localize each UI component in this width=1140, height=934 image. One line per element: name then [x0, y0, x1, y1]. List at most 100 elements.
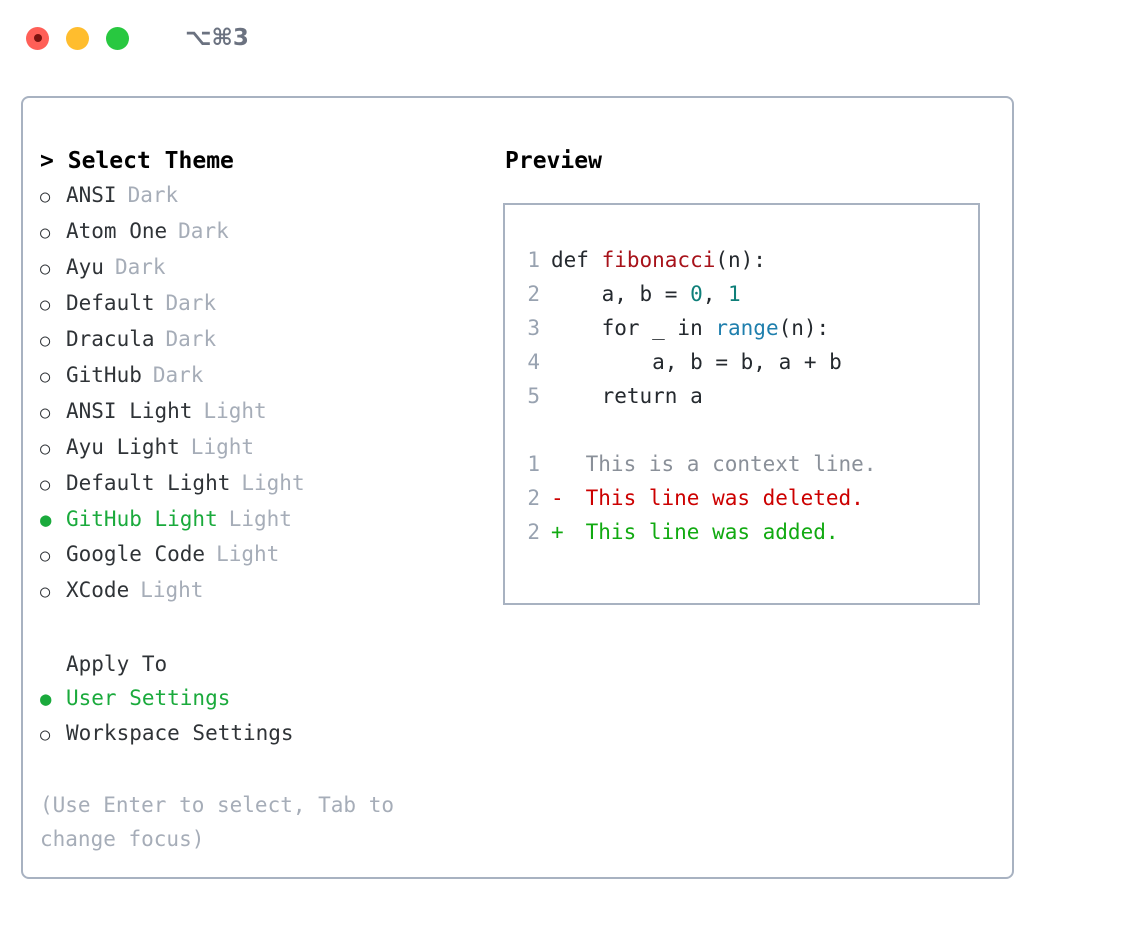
- theme-option-label: Ayu Light: [66, 435, 180, 459]
- code-token-plain: def: [551, 248, 602, 272]
- diff-line-context: 1 This is a context line.: [505, 447, 978, 481]
- line-number: 5: [527, 384, 540, 408]
- window-controls: [26, 26, 129, 50]
- theme-option-default-light[interactable]: ○ Default Light Light: [40, 466, 491, 502]
- theme-variant-badge: Light: [190, 435, 255, 459]
- theme-option-label: XCode: [66, 578, 130, 602]
- apply-to-option-label: User Settings: [66, 686, 231, 710]
- diff-line-text: This line was deleted.: [573, 486, 864, 510]
- code-token-plain: a, b = b, a + b: [551, 350, 842, 374]
- radio-selected-icon: ●: [40, 688, 52, 710]
- select-theme-title: Select Theme: [67, 148, 234, 174]
- theme-option-ansi[interactable]: ○ ANSI Dark: [40, 178, 491, 214]
- theme-option-label: GitHub Light: [66, 507, 218, 531]
- apply-to-list: ● User Settings ○ Workspace Settings: [40, 681, 491, 752]
- line-number: 2: [527, 282, 540, 306]
- minimize-light[interactable]: [66, 26, 89, 50]
- diff-line-number: 2: [527, 486, 540, 510]
- apply-to-option-user-settings[interactable]: ● User Settings: [40, 681, 491, 716]
- theme-option-ansi-light[interactable]: ○ ANSI Light Light: [40, 394, 491, 430]
- radio-unselected-icon: ○: [40, 259, 51, 279]
- theme-option-ayu[interactable]: ○ Ayu Dark: [40, 250, 491, 286]
- radio-unselected-icon: ○: [40, 403, 51, 423]
- theme-variant-badge: Dark: [165, 291, 217, 315]
- theme-option-label: Dracula: [66, 327, 155, 351]
- diff-line-number: 2: [527, 520, 540, 544]
- code-line: 3 for _ in range(n):: [505, 311, 978, 345]
- theme-option-default[interactable]: ○ Default Dark: [40, 286, 491, 322]
- radio-unselected-icon: ○: [40, 546, 51, 566]
- select-theme-header: > Select Theme: [40, 144, 491, 178]
- code-token-fn: fibonacci: [601, 248, 716, 272]
- line-number: 1: [527, 248, 540, 272]
- radio-unselected-icon: ○: [40, 367, 51, 387]
- code-token-plain: (n):: [715, 248, 766, 272]
- radio-unselected-icon: ○: [40, 725, 51, 745]
- radio-unselected-icon: ○: [40, 439, 51, 459]
- line-number: 4: [527, 350, 540, 374]
- close-light[interactable]: [26, 26, 49, 50]
- theme-option-ayu-light[interactable]: ○ Ayu Light Light: [40, 430, 491, 466]
- maximize-light[interactable]: [106, 26, 129, 50]
- code-token-plain: a, b =: [551, 282, 691, 306]
- theme-option-label: Default Light: [66, 471, 231, 495]
- theme-option-label: Google Code: [66, 542, 206, 566]
- keyboard-hint: (Use Enter to select, Tab to change focu…: [40, 793, 395, 851]
- code-token-num: 0: [690, 282, 703, 306]
- code-token-kw: range: [715, 316, 779, 340]
- radio-unselected-icon: ○: [40, 582, 51, 602]
- prompt-caret: >: [40, 148, 54, 174]
- theme-option-label: ANSI Light: [66, 399, 193, 423]
- radio-unselected-icon: ○: [40, 187, 51, 207]
- code-token-num: 1: [728, 282, 741, 306]
- code-line-content: for _ in range(n):: [551, 311, 830, 345]
- apply-to-option-workspace-settings[interactable]: ○ Workspace Settings: [40, 716, 491, 752]
- theme-option-label: Ayu: [66, 255, 104, 279]
- diff-marker: -: [551, 486, 564, 510]
- apply-to-option-label: Workspace Settings: [66, 721, 294, 745]
- apply-to-title: Apply To: [66, 652, 168, 676]
- code-line-content: a, b = b, a + b: [551, 345, 842, 379]
- theme-option-label: ANSI: [66, 183, 117, 207]
- theme-variant-badge: Light: [203, 399, 267, 423]
- theme-option-atom-one[interactable]: ○ Atom One Dark: [40, 214, 491, 250]
- theme-variant-badge: Dark: [178, 219, 229, 243]
- theme-variant-badge: Light: [228, 507, 292, 531]
- diff-marker: [551, 447, 573, 481]
- code-token-plain: (n):: [778, 316, 830, 340]
- title-bar: ⌥⌘3: [0, 0, 1140, 76]
- theme-variant-badge: Dark: [114, 255, 166, 279]
- radio-unselected-icon: ○: [40, 475, 51, 495]
- code-line: 2 a, b = 0, 1: [505, 277, 978, 311]
- theme-option-label: Atom One: [66, 219, 168, 243]
- code-token-plain: ,: [702, 282, 729, 306]
- radio-unselected-icon: ○: [40, 223, 51, 243]
- diff-sample: 1 This is a context line. 2- This line wa…: [505, 447, 978, 549]
- keyboard-shortcut-label: ⌥⌘3: [185, 25, 249, 51]
- line-number: 3: [527, 316, 540, 340]
- theme-variant-badge: Dark: [127, 183, 179, 207]
- preview-title: Preview: [505, 148, 602, 174]
- diff-line-text: This is a context line.: [573, 452, 877, 476]
- theme-option-label: Default: [66, 291, 155, 315]
- diff-line-text: This line was added.: [573, 520, 839, 544]
- theme-option-xcode[interactable]: ○ XCode Light: [40, 573, 491, 609]
- theme-variant-badge: Light: [140, 578, 204, 602]
- theme-option-google-code[interactable]: ○ Google Code Light: [40, 537, 491, 573]
- diff-line-number: 1: [527, 452, 540, 476]
- diff-marker: +: [551, 520, 564, 544]
- radio-unselected-icon: ○: [40, 295, 51, 315]
- code-token-plain: return a: [551, 384, 703, 408]
- theme-variant-badge: Dark: [165, 327, 217, 351]
- theme-variant-badge: Light: [241, 471, 305, 495]
- code-line: 1 def fibonacci(n):: [505, 243, 978, 277]
- theme-variant-badge: Light: [216, 542, 280, 566]
